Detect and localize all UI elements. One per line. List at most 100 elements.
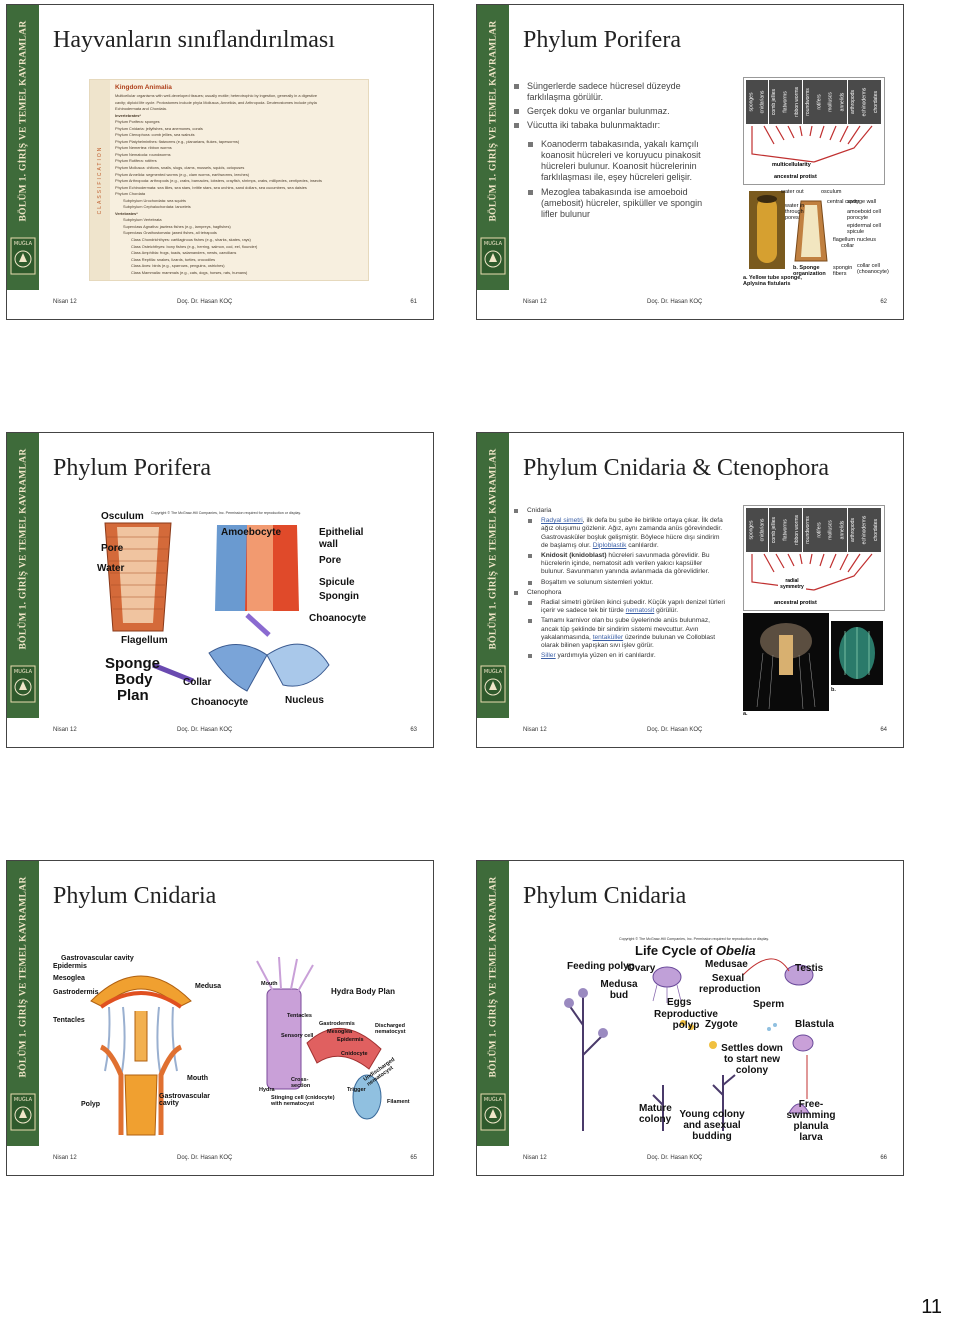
slide-number: 63 (410, 727, 417, 733)
university-logo-icon: MUĞLA (10, 237, 36, 275)
tree-column-text: arthropods (850, 518, 857, 542)
lbl-hydra: Hydra (259, 1087, 275, 1093)
footer-author: Doç. Dr. Hasan KOÇ (177, 1155, 233, 1161)
jellyfish-photos: a. b. (743, 613, 883, 719)
classification-line: Invertebrates* (115, 112, 141, 118)
tree-column-text: flatworms (782, 519, 789, 541)
lbl-settles: Settles down to start new colony (721, 1043, 783, 1076)
ancestral-protist-label: ancestral protist (774, 174, 817, 180)
tree-column-label: flatworms (779, 80, 791, 124)
lbl-gastro-cavity: Gastrovascular cavity (61, 955, 134, 962)
sidebar-text: BÖLÜM 1. GİRİŞ VE TEMEL KAVRAMLAR (18, 20, 28, 222)
classification-line: Phylum Annelida: segmented worms (e.g., … (115, 171, 250, 177)
slide-title: Hayvanların sınıflandırılması (53, 27, 335, 53)
slide-number: 65 (410, 1155, 417, 1161)
classification-box: CLASSIFICATION Kingdom Animalia Multicel… (89, 79, 369, 281)
tree-column-label: sponges (746, 80, 757, 124)
life-title-text: Life Cycle of (635, 943, 716, 958)
lbl-collar-cell: collar cell (choanocyte) (857, 263, 889, 275)
lbl-collar: Collar (183, 677, 212, 688)
link-siller[interactable]: Siller (541, 652, 556, 660)
lbl-sponge: Sponge (105, 655, 160, 672)
footer-date: Nisan 12 (523, 727, 547, 733)
yellow-tube-sponge-photo (749, 191, 785, 269)
slide-63: BÖLÜM 1. GİRİŞ VE TEMEL KAVRAMLAR MUĞLA … (6, 432, 434, 748)
link-diploblastik[interactable]: Diploblastik (592, 541, 627, 549)
tree-column-label: roundworms (802, 508, 814, 552)
footer-date: Nisan 12 (523, 1155, 547, 1161)
tree-column-text: molluscs (827, 520, 834, 540)
lbl-sperm: Sperm (753, 999, 785, 1010)
tree-column-text: roundworms (805, 516, 812, 544)
lbl-tentacles-2: Tentacles (287, 1013, 312, 1019)
tree-column-label: chordates (870, 80, 882, 124)
item-text: görülür. (654, 607, 679, 615)
sponge-diagram (104, 522, 330, 692)
lbl-reproductive: Reproductive polyp (654, 1009, 718, 1031)
link-nematosit[interactable]: nematosit (625, 607, 655, 615)
comb-jelly-photo (831, 621, 883, 685)
radial-symmetry-label: radial symmetry (778, 578, 806, 590)
classification-line: Phylum Rotifera: rotifers (115, 158, 157, 164)
tree-column-text: rotifers (816, 522, 823, 538)
tree-column-label: echinoderms (859, 80, 870, 124)
footer-author: Doç. Dr. Hasan KOÇ (177, 299, 233, 305)
caption-a: a. (743, 711, 748, 717)
lbl-medusa-bud: Medusa bud (600, 979, 638, 1001)
tree-column-text: echinoderms (861, 515, 868, 545)
link-radyal-simetri[interactable]: Radyal simetri (541, 517, 583, 525)
bullet-item: Knidosit (knidoblast) hücreleri savunmad… (513, 552, 727, 577)
classification-line: Class Mammalia: mammals (e.g., cats, dog… (131, 269, 248, 275)
sponge-organization-diagram (794, 200, 828, 262)
tree-column-text: rotifers (816, 94, 823, 110)
footer-date: Nisan 12 (53, 727, 77, 733)
university-logo-icon: MUĞLA (10, 665, 36, 703)
sidebar-text: BÖLÜM 1. GİRİŞ VE TEMEL KAVRAMLAR (18, 448, 28, 650)
tree-column-text: annelids (838, 92, 845, 112)
tree-column-text: comb jellies (771, 88, 778, 116)
bullet-item: Radyal simetri, ilk defa bu şube ile bir… (513, 517, 727, 550)
university-logo-icon: MUĞLA (480, 665, 506, 703)
lbl-plan: Plan (117, 687, 149, 704)
sidebar-text: BÖLÜM 1. GİRİŞ VE TEMEL KAVRAMLAR (488, 20, 498, 222)
sub-bullet-item: Koanoderm tabakasında, yakalı kamçılı ko… (513, 139, 713, 183)
slide-number: 61 (410, 299, 417, 305)
tree-column-label: rotifers (813, 80, 825, 124)
tree-column-text: chordates (872, 91, 879, 113)
tree-column-label: arthropods (847, 508, 859, 552)
slide-64: BÖLÜM 1. GİRİŞ VE TEMEL KAVRAMLAR MUĞLA … (476, 432, 904, 748)
link-tentakuller[interactable]: tentaküller (592, 633, 624, 641)
classification-line: Subphylum Urochordata: sea squirts (123, 197, 186, 203)
bullet-item: Gerçek doku ve organlar bulunmaz. (513, 106, 713, 117)
classification-line: Phylum Arthropoda: arthropods (e.g., cra… (115, 178, 322, 184)
university-logo-icon: MUĞLA (480, 237, 506, 275)
lbl-young: Young colony and asexual budding (679, 1109, 745, 1142)
classification-line: Vertebrates* (115, 210, 138, 216)
slide-number: 62 (880, 299, 887, 305)
multicellularity-label: multicellularity (772, 162, 811, 168)
sidebar-text: BÖLÜM 1. GİRİŞ VE TEMEL KAVRAMLAR (488, 448, 498, 650)
logo-text: MUĞLA (484, 240, 503, 247)
footer-date: Nisan 12 (523, 299, 547, 305)
item-text: hücreleri savunmada görevlidir. Bu hücre… (541, 552, 710, 576)
slide-65: BÖLÜM 1. GİRİŞ VE TEMEL KAVRAMLAR MUĞLA … (6, 860, 434, 1176)
lbl-discharged: Discharged nematocyst (375, 1023, 406, 1035)
tree-column-label: annelids (836, 80, 848, 124)
sponge-body-plan-figure: Copyright © The McGraw-Hill Companies, I… (97, 505, 379, 713)
life-cycle-title: Life Cycle of Obelia (635, 943, 756, 958)
tree-column-label: roundworms (802, 80, 814, 124)
lbl-epidermis-2: Epidermis (337, 1037, 364, 1043)
copyright: Copyright © The McGraw-Hill Companies, I… (619, 937, 769, 941)
tree-column-text: chordates (872, 519, 879, 541)
lbl-eggs: Eggs (667, 997, 692, 1008)
cnidaria-body-plan-figure: Gastrovascular cavity Epidermis Mesoglea… (51, 951, 413, 1145)
lbl-cross: Cross-section (291, 1077, 311, 1089)
lbl-spongin: spongin fibers (833, 265, 853, 277)
tree-column-text: sponges (748, 92, 755, 112)
lbl-epidermis: Epidermis (53, 963, 87, 970)
sidebar-text: BÖLÜM 1. GİRİŞ VE TEMEL KAVRAMLAR (18, 876, 28, 1078)
